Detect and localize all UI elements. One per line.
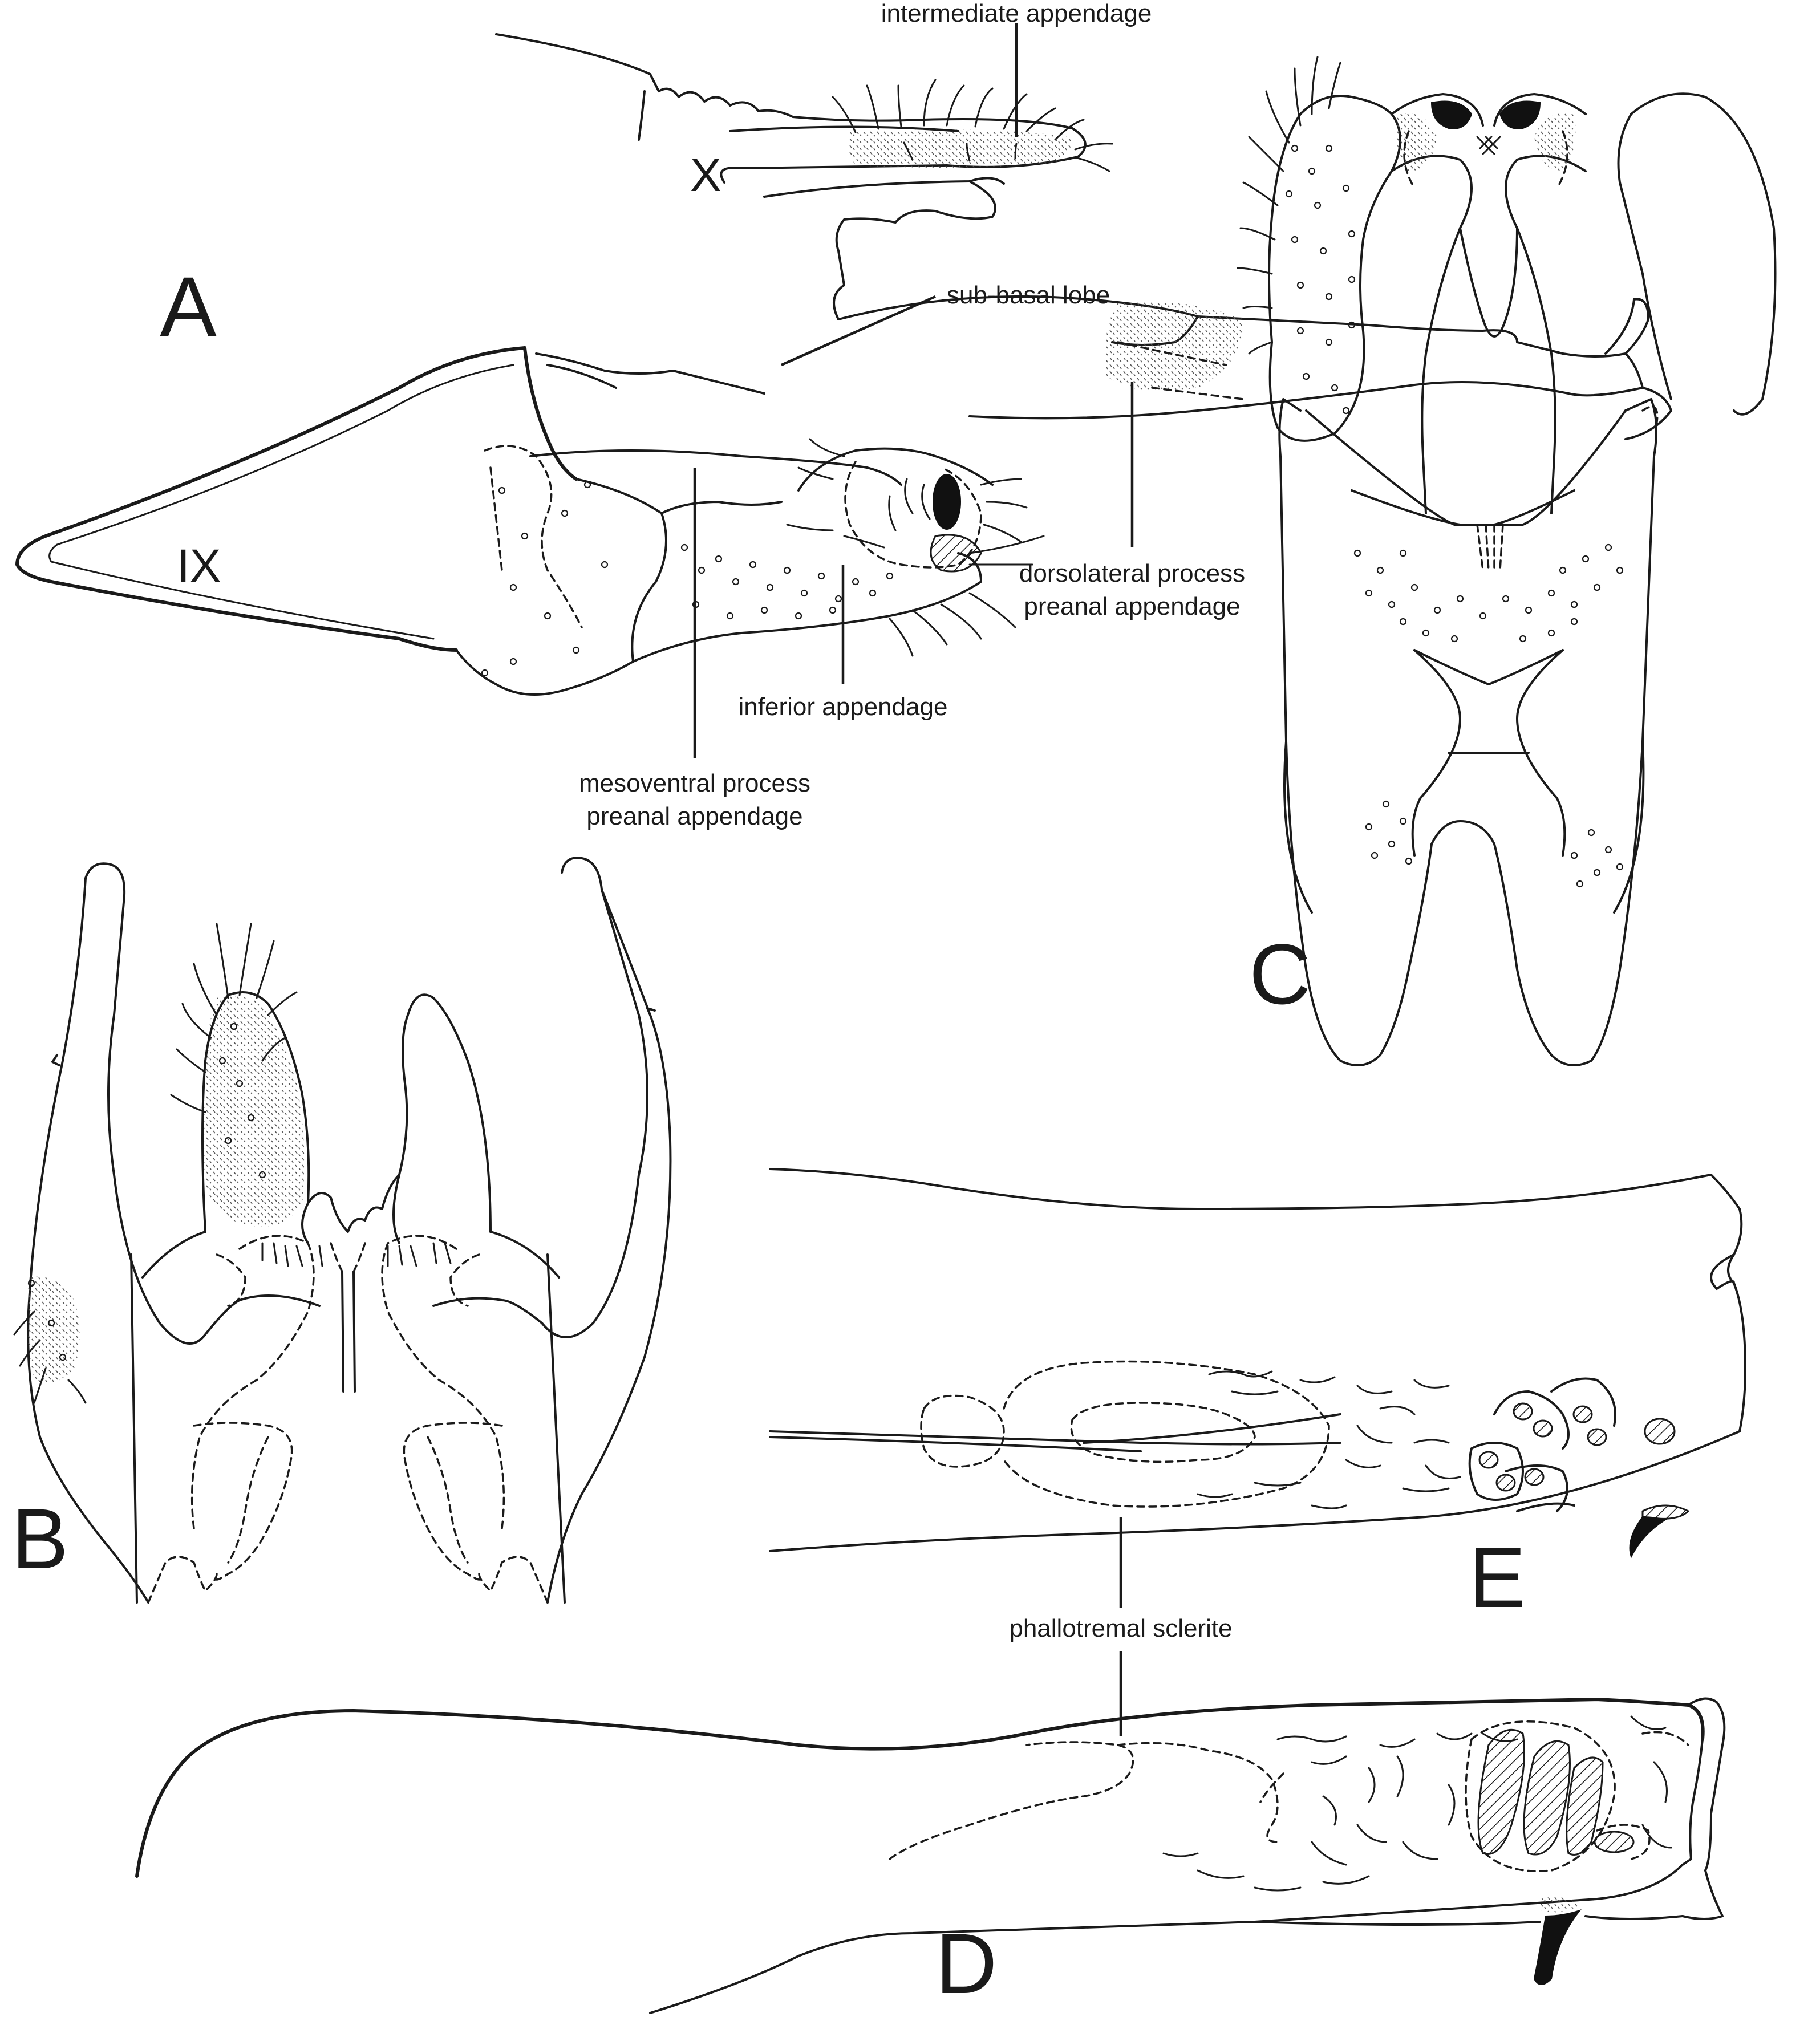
panel-b-drawing: [13, 857, 672, 1604]
panel-e-drawing: [769, 1168, 1746, 1559]
panel-label-e: E: [1469, 1529, 1526, 1625]
panel-a-drawing: [15, 23, 1672, 758]
panel-label-d: D: [935, 1916, 997, 2011]
panel-d-drawing: [135, 1697, 1726, 2014]
panel-label-b: B: [11, 1491, 68, 1586]
panel-c-plate-pits: [1353, 543, 1624, 888]
panel-c-left-pits: [1285, 144, 1356, 415]
label-phallotremal-sclerite: phallotremal sclerite: [1009, 1614, 1232, 1642]
panel-c-drawing: [1237, 56, 1777, 1066]
segment-label-ix: IX: [177, 540, 221, 592]
panel-label-a: A: [160, 259, 217, 355]
inferior-appendage-pits: [680, 543, 894, 620]
label-sub-basal-lobe: sub-basal lobe: [947, 281, 1110, 309]
panel-label-c: C: [1249, 926, 1311, 1022]
label-mesoventral-process-line2: preanal appendage: [586, 802, 802, 830]
label-mesoventral-process-line1: mesoventral process: [579, 769, 810, 797]
label-intermediate-appendage: intermediate appendage: [881, 0, 1152, 27]
label-dorsolateral-process-line2: preanal appendage: [1024, 593, 1240, 620]
segment-label-x: X: [690, 149, 721, 201]
label-inferior-appendage: inferior appendage: [739, 693, 948, 721]
label-dorsolateral-process-line1: dorsolateral process: [1019, 559, 1245, 587]
